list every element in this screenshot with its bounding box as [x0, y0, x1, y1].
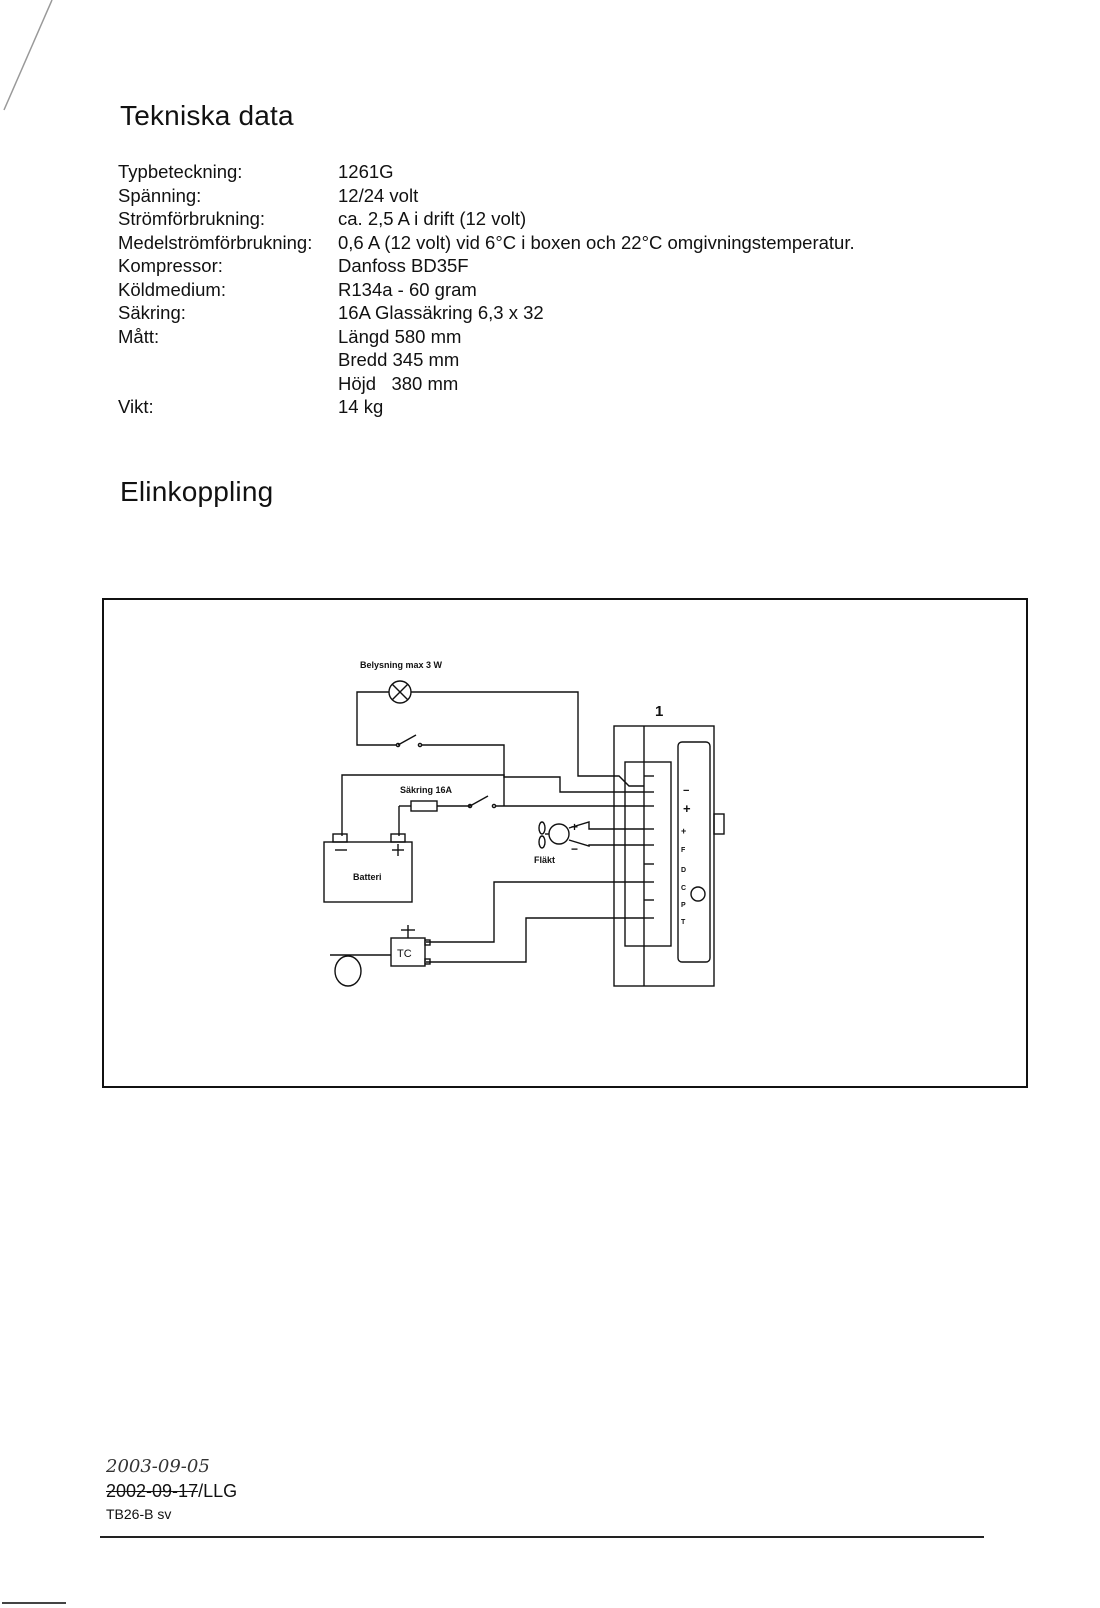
terminal-label: D — [681, 867, 686, 874]
terminal-label: + — [683, 801, 691, 816]
spec-label: Säkring: — [118, 302, 186, 323]
terminal-panel — [677, 741, 711, 963]
spec-label: Typbeteckning: — [118, 161, 243, 182]
spec-value: 14 kg — [338, 396, 384, 417]
spec-value: ca. 2,5 A i drift (12 volt) — [338, 208, 527, 229]
spec-row: Bredd 345 mm — [118, 348, 855, 372]
wire — [356, 691, 396, 746]
switch-contact — [491, 803, 497, 809]
fuse-switch-icon — [469, 795, 489, 807]
spec-value: Höjd 380 mm — [338, 372, 459, 394]
module-tab — [713, 813, 725, 835]
terminal-label: T — [681, 919, 686, 926]
spec-value: R134a - 60 gram — [338, 278, 477, 300]
module-connector — [690, 886, 706, 902]
spec-row: Medelströmförbrukning: 0,6 A (12 volt) vi… — [118, 231, 855, 255]
document-footer: 2003-09-05 2002-09-17/LLG TB26-B sv — [106, 1456, 237, 1522]
fan-blade — [538, 835, 546, 849]
spec-row: Mått: Längd 580 mm — [118, 325, 855, 349]
battery-icon — [323, 841, 413, 903]
spec-row: Typbeteckning: 1261G — [118, 160, 855, 184]
spec-row: Strömförbrukning: ca. 2,5 A i drift (12 v… — [118, 207, 855, 231]
battery-terminal — [332, 833, 348, 843]
spec-value: Längd 580 mm — [338, 325, 462, 347]
wire — [568, 839, 644, 847]
spec-label: Spänning: — [118, 184, 202, 206]
terminal-strip — [624, 761, 672, 947]
terminal-label: P — [681, 902, 686, 909]
spec-row: Vikt: 14 kg — [118, 395, 855, 419]
scan-edge-mark — [2, 1602, 66, 1604]
struck-date: 2002-09-17 — [106, 1481, 199, 1501]
section-title-wiring: Elinkoppling — [120, 476, 274, 507]
scan-edge-mark — [3, 0, 53, 111]
wire — [422, 744, 644, 793]
thermostat-label: TC — [397, 948, 412, 960]
fan-minus-sign: − — [571, 842, 578, 856]
revision-line: 2002-09-17/LLG — [106, 1481, 237, 1502]
battery-terminal — [390, 833, 406, 843]
spec-label: Strömförbrukning: — [118, 208, 266, 229]
fan-plus-sign: + — [571, 820, 578, 834]
spec-value: 12/24 volt — [338, 184, 419, 206]
terminal-label: C — [681, 885, 686, 892]
fuse-label: Säkring 16A — [400, 785, 453, 795]
section-title-technical-data: Tekniska data — [120, 100, 294, 131]
wire — [411, 691, 644, 787]
terminal-label: F — [681, 847, 686, 854]
control-module — [613, 725, 715, 987]
spec-label: Mått: — [118, 325, 160, 347]
terminal-label: − — [683, 785, 689, 797]
spec-value: 1261G — [338, 161, 394, 182]
lamp-switch-icon — [397, 734, 417, 746]
fuse-icon — [410, 800, 438, 812]
switch-contact — [467, 803, 473, 809]
spec-row: Spänning: 12/24 volt — [118, 184, 855, 208]
spec-row: Höjd 380 mm — [118, 372, 855, 396]
spec-row: Säkring: 16A Glassäkring 6,3 x 32 — [118, 301, 855, 325]
spec-label — [118, 372, 338, 396]
switch-contact — [417, 742, 423, 748]
module-number: 1 — [655, 703, 663, 720]
spec-label: Köldmedium: — [118, 278, 226, 300]
spec-label: Kompressor: — [118, 255, 223, 276]
wire — [341, 774, 505, 836]
spec-label: Vikt: — [118, 396, 154, 417]
spec-table: Typbeteckning:1261G Spänning:12/24 volt … — [118, 160, 855, 419]
terminal-label: + — [681, 826, 686, 836]
wire — [426, 881, 644, 943]
wire — [568, 821, 644, 830]
spec-row: Köldmedium: R134a - 60 gram — [118, 278, 855, 302]
spec-value: Bredd 345 mm — [338, 349, 460, 370]
spec-label: Medelströmförbrukning: — [118, 231, 313, 253]
spec-row: Kompressor: Danfoss BD35F — [118, 254, 855, 278]
spec-value: 16A Glassäkring 6,3 x 32 — [338, 302, 544, 323]
fan-blade — [538, 821, 546, 835]
spec-label — [118, 348, 338, 372]
handwritten-date: 2003-09-05 — [106, 1456, 210, 1477]
wiring-diagram: Belysning max 3 W Säkring 16A Batteri Fl… — [323, 660, 725, 987]
lamp-cross — [391, 683, 409, 701]
footer-divider — [100, 1536, 984, 1538]
switch-contact — [395, 742, 401, 748]
lamp-label: Belysning max 3 W — [360, 660, 443, 670]
document-code: TB26-B sv — [106, 1506, 172, 1522]
thermostat-sensor-icon — [334, 955, 362, 987]
spec-value: 0,6 A (12 volt) vid 6°C i boxen och 22°C… — [338, 231, 855, 253]
spec-value: Danfoss BD35F — [338, 255, 469, 276]
fan-label: Fläkt — [534, 855, 555, 865]
signature-suffix: /LLG — [198, 1481, 238, 1501]
fan-icon — [548, 823, 570, 845]
battery-label: Batteri — [353, 872, 382, 882]
wiring-diagram-frame: Belysning max 3 W Säkring 16A Batteri Fl… — [102, 598, 1028, 1088]
wire — [426, 917, 644, 963]
